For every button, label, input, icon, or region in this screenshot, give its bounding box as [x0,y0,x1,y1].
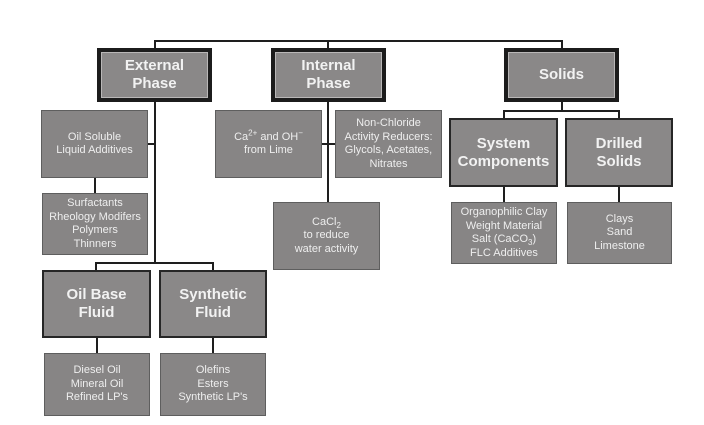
node-surfactants-list: Surfactants Rheology Modifers Polymers T… [42,193,148,255]
node-label: Organophilic Clay Weight Material Salt (… [460,206,548,259]
connector-to-system-components [503,110,505,119]
connector-solids-horizontal [503,110,620,112]
node-synthetic-fluid: Synthetic Fluid [159,270,267,338]
node-lime: Ca2+ and OH− from Lime [215,110,322,178]
node-label: Olefins Esters Synthetic LP's [178,364,248,404]
node-label: Internal Phase [301,57,356,92]
node-label: Drilled Solids [595,134,643,170]
node-label: External Phase [124,57,185,92]
node-label: Non-Chloride Activity Reducers: Glycols,… [344,117,433,170]
node-system-components: System Components [449,118,558,187]
connector-internal-trunk [327,101,329,203]
connector-to-drilled-solids [618,110,620,119]
connector-root-to-external [154,40,156,49]
connector-synthetic-to-items [212,337,214,354]
node-internal-phase: Internal Phase [271,48,386,102]
node-oil-base-items: Diesel Oil Mineral Oil Refined LP's [44,353,150,416]
node-label: Surfactants Rheology Modifers Polymers T… [49,197,141,250]
node-label: Solids [538,66,584,83]
node-system-items: Organophilic Clay Weight Material Salt (… [451,202,557,264]
node-label: Clays Sand Limestone [594,212,645,252]
node-oil-base-fluid: Oil Base Fluid [42,270,151,338]
node-non-chloride-reducers: Non-Chloride Activity Reducers: Glycols,… [335,110,442,178]
connector-drilled-to-items [618,186,620,203]
node-label: CaCl2 to reduce water activity [294,215,359,255]
node-oil-soluble-additives: Oil Soluble Liquid Additives [41,110,148,178]
node-label: Synthetic Fluid [179,286,247,321]
connector-internal-crossbar [321,143,336,145]
connector-root-to-solids [561,40,563,49]
connector-external-trunk [154,100,156,263]
node-label: System Components [457,134,550,170]
connector-to-synthetic [212,262,214,271]
node-synthetic-items: Olefins Esters Synthetic LP's [160,353,266,416]
node-label: Ca2+ and OH− from Lime [234,127,303,156]
connector-fluids-horizontal [95,262,213,264]
node-drilled-items: Clays Sand Limestone [567,202,672,264]
node-label: Oil Soluble Liquid Additives [56,130,133,157]
connector-external-to-oil-soluble [147,143,155,145]
connector-root-to-internal [327,40,329,49]
connector-root-horizontal [154,40,563,42]
node-label: Oil Base Fluid [66,286,127,321]
node-solids: Solids [504,48,619,102]
connector-oil-soluble-to-surfactants [94,177,96,194]
connector-solids-trunk [561,101,563,111]
connector-to-oil-base [95,262,97,271]
node-external-phase: External Phase [97,48,212,102]
node-cacl2: CaCl2 to reduce water activity [273,202,380,270]
connector-system-to-items [503,186,505,203]
node-label: Diesel Oil Mineral Oil Refined LP's [65,364,129,404]
connector-oil-base-to-items [96,337,98,354]
node-drilled-solids: Drilled Solids [565,118,673,187]
